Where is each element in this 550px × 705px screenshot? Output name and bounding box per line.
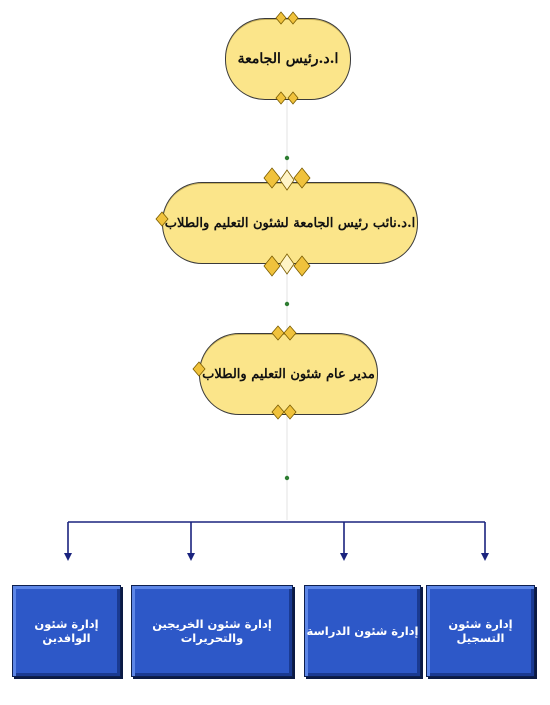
node-director-general-label: مدير عام شئون التعليم والطلاب xyxy=(202,366,375,382)
dept-graduates-label: إدارة شئون الخريجين والتحريرات xyxy=(152,617,272,645)
connector-arrow-2 xyxy=(284,301,290,307)
arrowhead-3 xyxy=(187,553,195,561)
dept-registration[interactable]: إدارة شئون التسجيل xyxy=(426,585,535,677)
arrowhead-4 xyxy=(64,553,72,561)
connector-arrow-3 xyxy=(284,475,290,481)
dept-studies[interactable]: إدارة شئون الدراسة xyxy=(304,585,421,677)
dept-graduates[interactable]: إدارة شئون الخريجين والتحريرات xyxy=(131,585,293,677)
connector-arrow-1 xyxy=(284,155,290,161)
node-vice-president[interactable]: ا.د.نائب رئيس الجامعة لشئون التعليم والط… xyxy=(162,182,418,264)
node-president-label: ا.د.رئيس الجامعة xyxy=(237,51,339,67)
dept-studies-label: إدارة شئون الدراسة xyxy=(306,624,419,638)
dept-expatriates-label: إدارة شئون الوافدين xyxy=(34,617,99,645)
dept-registration-label: إدارة شئون التسجيل xyxy=(448,617,513,645)
arrowhead-2 xyxy=(340,553,348,561)
arrowhead-1 xyxy=(481,553,489,561)
node-director-general[interactable]: مدير عام شئون التعليم والطلاب xyxy=(199,333,378,415)
dept-expatriates[interactable]: إدارة شئون الوافدين xyxy=(12,585,121,677)
node-vice-president-label: ا.د.نائب رئيس الجامعة لشئون التعليم والط… xyxy=(164,215,416,231)
node-president[interactable]: ا.د.رئيس الجامعة xyxy=(225,18,351,100)
